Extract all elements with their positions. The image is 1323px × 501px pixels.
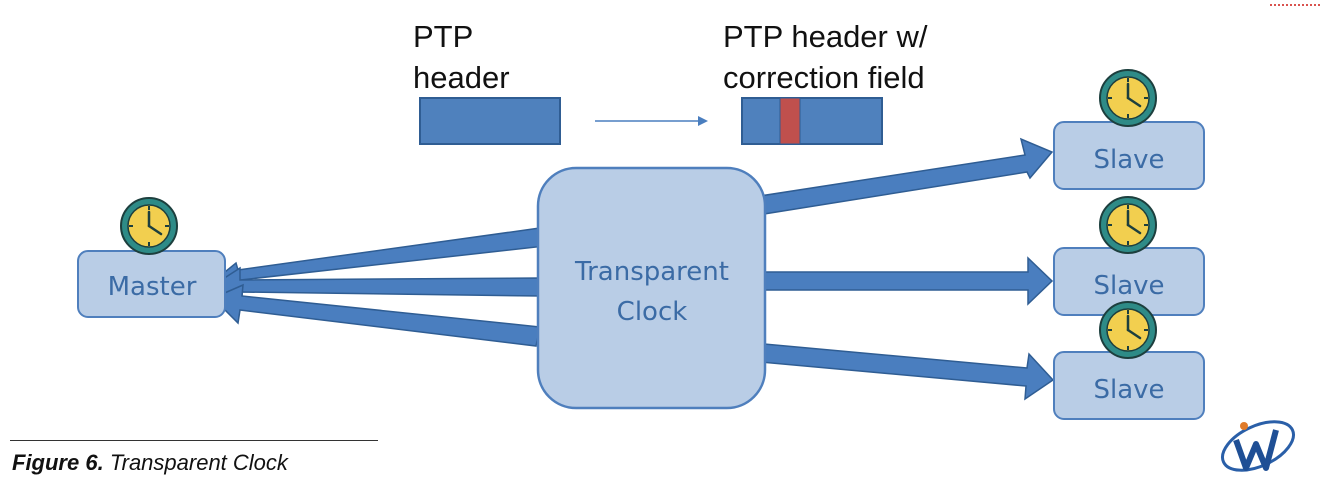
ptp-header-corr-label-line2: correction field xyxy=(723,60,925,95)
arrow-to-slave-top xyxy=(759,137,1054,215)
ptp-header-with-correction: PTP header w/ correction field xyxy=(723,19,928,145)
slave-label-1: Slave xyxy=(1093,145,1164,175)
master-node: Master xyxy=(77,196,226,318)
master-clock-icon xyxy=(119,196,179,256)
transparent-clock-node: Transparent Clock xyxy=(536,166,767,410)
ptp-header-block xyxy=(419,97,561,145)
slave-node-3: Slave xyxy=(1053,300,1205,420)
caption-rule xyxy=(10,440,378,441)
figure-title: Transparent Clock xyxy=(109,450,288,475)
arrow-to-master-lower xyxy=(211,283,541,347)
arrows-to-master xyxy=(210,227,546,347)
slave-node-1: Slave xyxy=(1053,68,1205,190)
correction-field xyxy=(779,97,801,145)
header-transform-arrow xyxy=(595,116,708,126)
logo-icon xyxy=(1221,420,1295,472)
arrow-to-slave-bottom xyxy=(759,343,1055,401)
ptp-header-label-line2: header xyxy=(413,60,510,95)
master-label: Master xyxy=(108,272,197,302)
slave-1-clock-icon xyxy=(1098,68,1158,128)
slave-3-clock-icon xyxy=(1098,300,1158,360)
slave-label-3: Slave xyxy=(1093,375,1164,405)
ptp-header-corr-block xyxy=(741,97,883,145)
ptp-header-label-line1: PTP xyxy=(413,19,473,54)
figure-caption: Figure 6. Transparent Clock xyxy=(12,450,288,476)
ptp-header-corr-label-line1: PTP header w/ xyxy=(723,19,928,54)
slave-label-2: Slave xyxy=(1093,271,1164,301)
arrows-to-slaves xyxy=(759,137,1055,401)
transparent-clock-label-line2: Clock xyxy=(617,297,688,327)
slave-2-clock-icon xyxy=(1098,195,1158,255)
ptp-header-plain: PTP header xyxy=(413,19,561,145)
slave-node-2: Slave xyxy=(1053,195,1205,316)
transparent-clock-label-line1: Transparent xyxy=(574,257,729,287)
figure-number: Figure 6. xyxy=(12,450,104,475)
arrow-to-slave-middle xyxy=(759,256,1054,306)
corner-mark xyxy=(1270,0,1320,6)
